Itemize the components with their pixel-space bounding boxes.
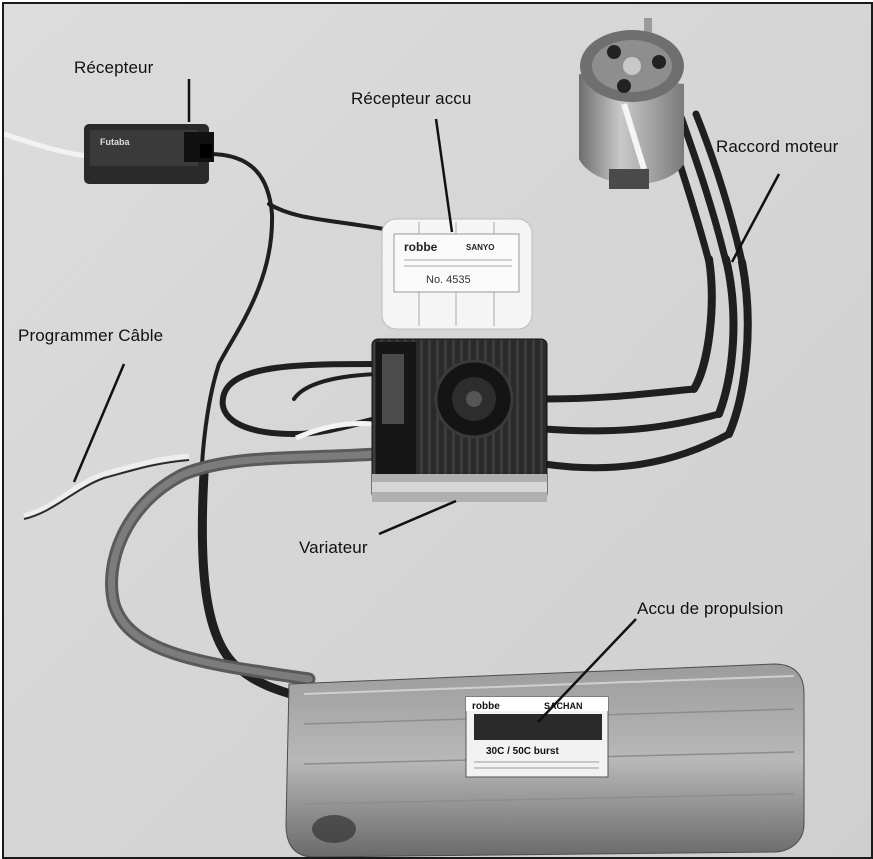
brushless-motor: [579, 18, 684, 189]
speed-controller-callout-line: [378, 499, 457, 536]
power-lead-highlight: [108, 450, 380, 683]
lipo-model-text: SACHAN: [544, 701, 583, 711]
receiver-label: Récepteur: [74, 58, 154, 77]
receiver-antenna: [4, 131, 90, 159]
lipo-brand-text: robbe: [472, 701, 500, 712]
receiver: Futaba: [84, 124, 214, 184]
wiring: [197, 110, 752, 709]
programmer-cable-lead: [295, 421, 373, 441]
receiver-battery-number-text: No. 4535: [426, 274, 471, 286]
receiver-battery-label: Récepteur accu: [351, 89, 472, 108]
propulsion-battery-callout-line: [537, 618, 637, 723]
receiver-battery-pack: robbe SANYO No. 4535: [381, 218, 533, 330]
speed-controller-label: Variateur: [299, 538, 368, 557]
receiver-brand-text: Futaba: [100, 137, 130, 147]
programmer-cable-callout-line: [72, 363, 126, 483]
lipo-rating-text: 30C / 50C burst: [486, 746, 559, 757]
motor-connection-callout-line: [730, 173, 781, 263]
propulsion-battery: robbe SACHAN 30C / 50C burst: [285, 663, 805, 857]
photo-illustration: Futaba robbe SANYO No. 4535: [4, 4, 871, 857]
speed-controller: [371, 338, 548, 502]
programmer-cable-wire-dark: [23, 459, 190, 520]
callout-lines: [72, 79, 781, 723]
programmer-cable-label: Programmer Câble: [18, 326, 164, 345]
motor-connection-label: Raccord moteur: [716, 137, 839, 156]
receiver-battery-brand-text: robbe: [404, 240, 438, 254]
programmer-cable-wire: [23, 453, 190, 519]
propulsion-battery-label: Accu de propulsion: [637, 599, 784, 618]
receiver-battery-callout-line: [434, 118, 454, 233]
receiver-battery-model-text: SANYO: [466, 243, 494, 252]
